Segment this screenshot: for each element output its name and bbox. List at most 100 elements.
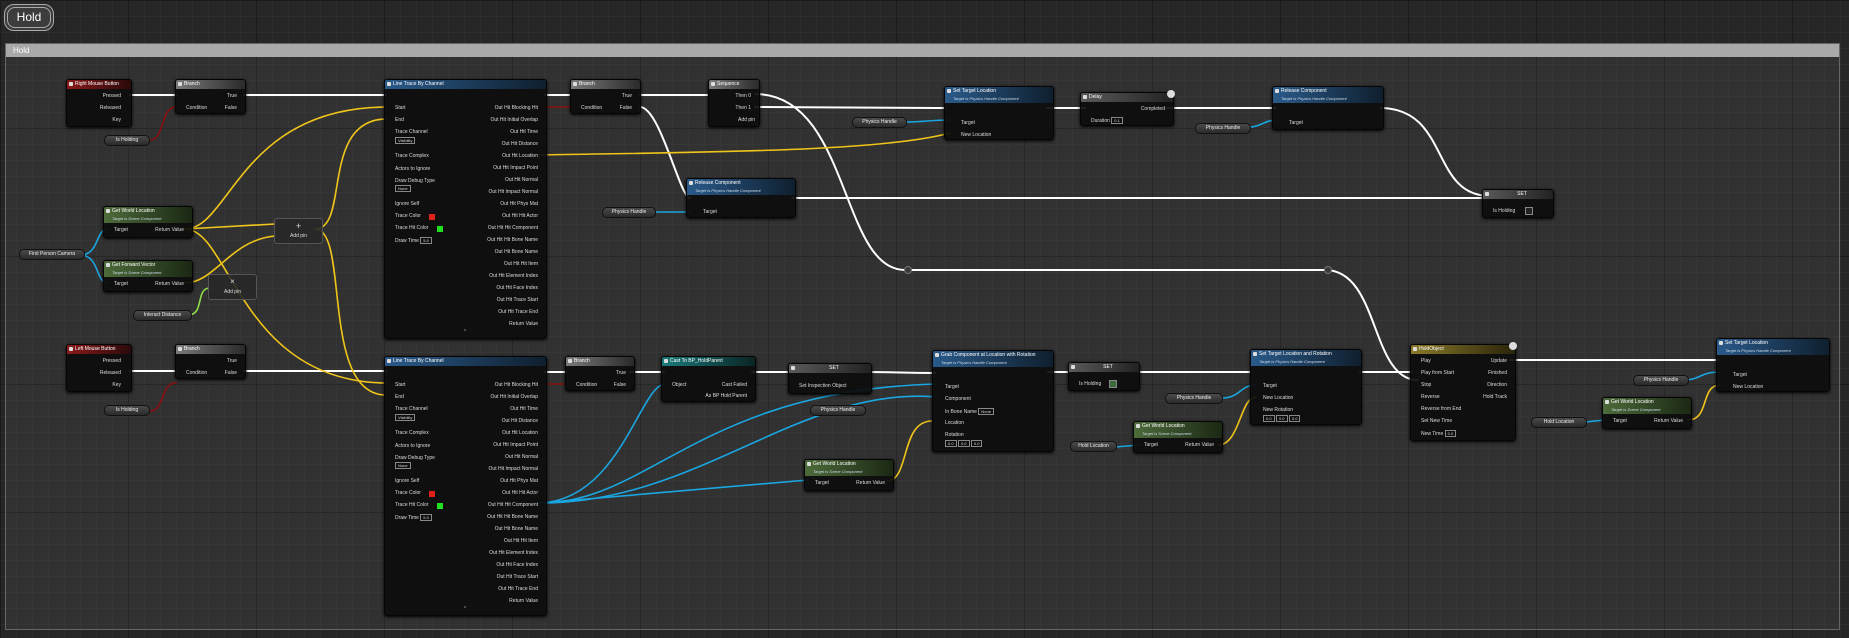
node-line-trace-bottom[interactable]: Line Trace By Channel Start End Trace Ch… xyxy=(384,356,547,616)
node-branch-top[interactable]: Branch True False Condition xyxy=(175,79,246,114)
pin-out-hit[interactable]: Out Hit Element Index xyxy=(489,273,538,279)
pin-trace-complex[interactable]: Trace Complex xyxy=(395,430,429,436)
pin-then-1[interactable]: Then 1 xyxy=(735,105,751,111)
pin-is-holding[interactable]: Is Holding xyxy=(1079,381,1102,387)
pin-start[interactable]: Start xyxy=(395,105,406,111)
var-hold-location[interactable]: Hold Location xyxy=(1070,441,1117,452)
pin-out-hit[interactable]: Out Hit Initial Overlap xyxy=(490,117,538,123)
pin-direction[interactable]: Direction xyxy=(1487,382,1507,388)
pin-return-value[interactable]: Return Value xyxy=(856,480,885,486)
pin-false[interactable]: False xyxy=(619,105,632,111)
pin-out-hit[interactable]: Out Hit Impact Normal xyxy=(488,189,538,195)
pin-target[interactable]: Target xyxy=(815,480,829,486)
pin-trace-hit-color[interactable]: Trace Hit Color xyxy=(395,502,429,508)
add-pin-button[interactable]: Add pin xyxy=(224,289,241,295)
pin-set-inspection-object[interactable]: Set Inspection Object xyxy=(799,383,847,389)
pin-set-new-time[interactable]: Set New Time xyxy=(1421,418,1453,424)
reroute-knot[interactable] xyxy=(904,266,912,274)
pin-out-hit[interactable]: Out Hit Impact Point xyxy=(493,442,538,448)
pin-stop[interactable]: Stop xyxy=(1421,382,1432,388)
pin-pressed[interactable]: Pressed xyxy=(102,93,121,99)
pin-pressed[interactable]: Pressed xyxy=(102,358,121,364)
var-physics-handle[interactable]: Physics Handle xyxy=(1195,123,1251,134)
pin-draw-time[interactable]: Draw Time 5.0 xyxy=(395,514,432,521)
draw-debug-select[interactable]: None xyxy=(395,462,411,469)
pin-true[interactable]: True xyxy=(226,358,237,364)
pin-location[interactable]: Location xyxy=(945,420,964,426)
pin-return-value[interactable]: Return Value xyxy=(509,321,538,327)
pin-target[interactable]: Target xyxy=(1733,372,1747,378)
var-is-holding[interactable]: Is Holding xyxy=(104,405,150,416)
node-delay[interactable]: Delay Completed Duration 0.1 xyxy=(1080,90,1175,126)
var-physics-handle[interactable]: Physics Handle xyxy=(1633,375,1689,386)
pin-out-hit[interactable]: Out Hit Normal xyxy=(504,177,538,183)
pin-trace-color[interactable]: Trace Color xyxy=(395,490,421,496)
pin-as-bp-holdparent[interactable]: As BP Hold Parent xyxy=(705,393,747,399)
pin-out-hit[interactable]: Out Hit Location xyxy=(502,153,538,159)
trace-channel-select[interactable]: Visibility xyxy=(395,137,416,144)
pin-out-hit[interactable]: Out Hit Location xyxy=(502,430,538,436)
pin-released[interactable]: Released xyxy=(99,370,121,376)
pin-out-hit[interactable]: Out Hit Trace End xyxy=(498,586,538,592)
pin-in-bone-name[interactable]: In Bone Name None xyxy=(945,408,994,415)
reroute-knot[interactable] xyxy=(1324,266,1332,274)
pin-cast-failed[interactable]: Cast Failed xyxy=(721,382,747,388)
pin-out-hit[interactable]: Out Hit Blocking Hit xyxy=(494,382,538,388)
pin-reverse[interactable]: Reverse xyxy=(1421,394,1440,400)
node-right-mouse-button[interactable]: Right Mouse Button Pressed Released Key xyxy=(66,79,132,127)
var-hold-location[interactable]: Hold Location xyxy=(1531,417,1587,428)
pin-out-hit[interactable]: Out Hit Trace End xyxy=(498,309,538,315)
pin-out-hit[interactable]: Out Hit Element Index xyxy=(489,550,538,556)
pin-play[interactable]: Play xyxy=(1421,358,1431,364)
pin-target[interactable]: Target xyxy=(1289,120,1303,126)
pin-condition[interactable]: Condition xyxy=(581,105,603,111)
var-first-person-camera[interactable]: First Person Camera xyxy=(19,249,85,260)
node-sequence[interactable]: Sequence Then 0 Then 1 Add pin xyxy=(708,79,760,127)
pin-target[interactable]: Target xyxy=(114,227,128,233)
var-physics-handle[interactable]: Physics Handle xyxy=(602,207,656,218)
pin-reverse-from-end[interactable]: Reverse from End xyxy=(1421,406,1462,412)
pin-out-hit[interactable]: Out Hit Hit Component xyxy=(487,502,538,508)
var-interact-distance[interactable]: Interact Distance xyxy=(133,310,192,321)
node-branch-second[interactable]: Branch True False Condition xyxy=(570,79,641,114)
node-multiply-vector[interactable]: × Add pin xyxy=(208,274,257,300)
pin-out-hit[interactable]: Out Hit Time xyxy=(510,129,538,135)
pin-trace-color[interactable]: Trace Color xyxy=(395,213,421,219)
pin-actors-to-ignore[interactable]: Actors to Ignore xyxy=(395,443,431,449)
pin-trace-complex[interactable]: Trace Complex xyxy=(395,153,429,159)
graph-tab-hold[interactable]: Hold xyxy=(4,4,54,31)
trace-color-swatch[interactable] xyxy=(429,214,435,220)
pin-out-hit[interactable]: Out Hit Face Index xyxy=(496,285,538,291)
add-pin-button[interactable]: Add pin xyxy=(738,117,755,123)
pin-new-location[interactable]: New Location xyxy=(961,132,992,138)
pin-out-hit[interactable]: Out Hit Hit Component xyxy=(487,225,538,231)
pin-update[interactable]: Update xyxy=(1490,358,1507,364)
pin-false[interactable]: False xyxy=(224,370,237,376)
pin-key[interactable]: Key xyxy=(112,117,121,123)
pin-out-hit[interactable]: Out Hit Blocking Hit xyxy=(494,105,538,111)
new-rotation-fields[interactable]: 0.0 0.0 0.0 xyxy=(1263,415,1301,422)
pin-out-hit[interactable]: Out Hit Hit Item xyxy=(503,261,538,267)
pin-out-hit[interactable]: Out Hit Distance xyxy=(501,141,538,147)
pin-duration[interactable]: Duration 0.1 xyxy=(1091,117,1123,124)
pin-component[interactable]: Component xyxy=(945,396,971,402)
pin-out-hit[interactable]: Out Hit Hit Bone Name xyxy=(487,237,538,243)
collapse-chevron-icon[interactable]: ⌃ xyxy=(463,329,468,335)
draw-debug-select[interactable]: None xyxy=(395,185,411,192)
collapse-chevron-icon[interactable]: ⌃ xyxy=(463,606,468,612)
var-physics-handle[interactable]: Physics Handle xyxy=(810,405,866,416)
pin-condition[interactable]: Condition xyxy=(576,382,598,388)
pin-true[interactable]: True xyxy=(226,93,237,99)
pin-out-hit[interactable]: Out Hit Phys Mat xyxy=(500,201,538,207)
pin-actors-to-ignore[interactable]: Actors to Ignore xyxy=(395,166,431,172)
pin-new-location[interactable]: New Location xyxy=(1263,395,1294,401)
pin-finished[interactable]: Finished xyxy=(1488,370,1507,376)
pin-out-hit[interactable]: Out Hit Hit Bone Name xyxy=(487,514,538,520)
pin-return-value[interactable]: Return Value xyxy=(155,281,184,287)
